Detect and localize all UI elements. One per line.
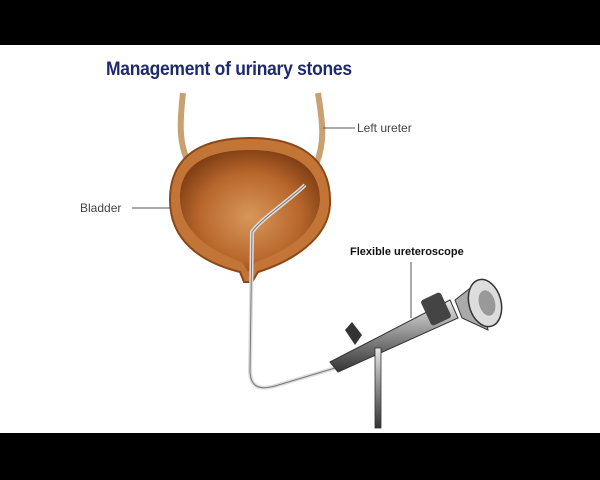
valve: [345, 322, 362, 345]
label-bladder: Bladder: [80, 201, 122, 215]
bladder-inner: [180, 150, 320, 272]
page-title: Management of urinary stones: [106, 59, 352, 80]
label-left-ureter: Left ureter: [357, 121, 412, 135]
ureteroscope-stem: [374, 347, 382, 429]
label-flexible-ureteroscope: Flexible ureteroscope: [350, 246, 464, 258]
ureteroscope-body: [329, 299, 459, 373]
left-ureter: [313, 92, 326, 167]
